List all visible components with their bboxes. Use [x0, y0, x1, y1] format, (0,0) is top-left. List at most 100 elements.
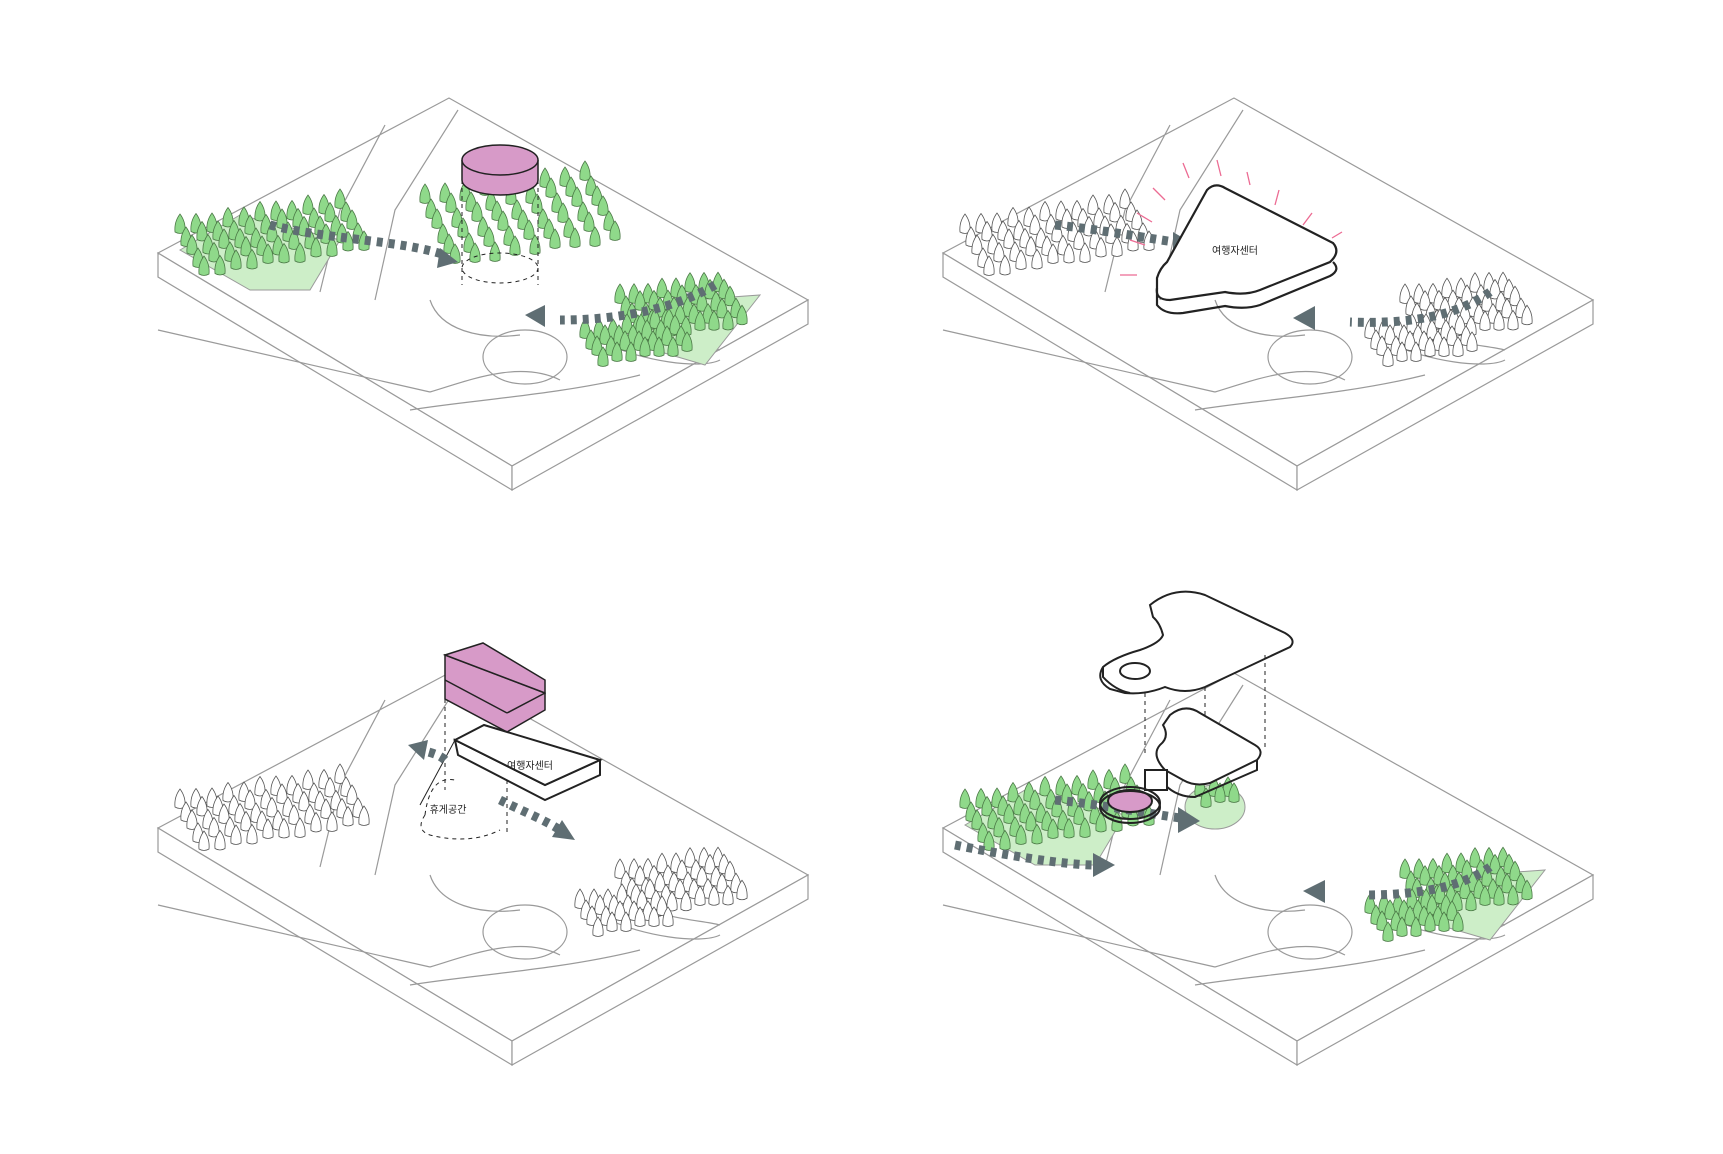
tree [262, 818, 274, 839]
tree [1410, 341, 1422, 362]
tree [1438, 336, 1450, 357]
roads [942, 684, 1506, 986]
tree [577, 201, 589, 222]
tree [214, 829, 226, 851]
tree [469, 242, 481, 263]
tree [244, 789, 256, 810]
tree [218, 228, 230, 249]
tree [614, 900, 626, 921]
tree [278, 817, 290, 839]
tree [208, 816, 220, 838]
tree [1424, 336, 1436, 357]
tree [1025, 235, 1037, 257]
tree [1404, 330, 1416, 351]
tree [684, 272, 696, 293]
tree [1507, 884, 1519, 906]
tree [1111, 236, 1123, 257]
tree [1501, 297, 1513, 319]
rest-area-label: 휴게공간 [430, 804, 467, 816]
tree [557, 202, 569, 223]
tree [736, 879, 748, 901]
tree [1509, 860, 1521, 882]
tree [208, 241, 220, 263]
tree [545, 177, 557, 198]
panel-bottom-right [941, 590, 1595, 1067]
tree [443, 233, 455, 254]
tree [214, 254, 226, 276]
tree [425, 198, 437, 219]
tree [716, 297, 728, 319]
tree [334, 763, 346, 784]
tree [722, 309, 734, 331]
visitor-center-label: 여행자센터 [507, 760, 553, 772]
tree [724, 285, 736, 307]
tree [1452, 911, 1464, 932]
tree [1073, 229, 1085, 250]
tree [959, 213, 971, 234]
tree [517, 209, 529, 230]
tree [310, 236, 322, 258]
tree [981, 220, 993, 242]
tree [1047, 818, 1059, 839]
flow-arrows [423, 746, 563, 834]
tree [198, 255, 210, 276]
tree [694, 885, 706, 906]
panel-top-right: 여행자센터 [941, 97, 1595, 492]
tree [509, 235, 521, 256]
tree [1376, 335, 1388, 356]
tree [1228, 782, 1240, 803]
tree [676, 859, 688, 880]
tree [1382, 921, 1394, 942]
tree [1446, 325, 1458, 346]
tree [583, 211, 595, 232]
tree [537, 208, 549, 229]
tree [694, 310, 706, 331]
tree [579, 318, 591, 339]
tree [186, 234, 198, 255]
tree [993, 241, 1005, 263]
tree [198, 830, 210, 851]
tree [1489, 278, 1501, 300]
tree [619, 330, 631, 351]
trees [174, 763, 748, 937]
tree [294, 817, 306, 838]
tree [302, 769, 314, 790]
tree [1029, 789, 1041, 810]
tree [1063, 242, 1075, 264]
tree [326, 811, 338, 832]
tree [246, 823, 258, 845]
tree [993, 816, 1005, 838]
tree [620, 911, 632, 932]
panel-bottom-left: 여행자센터 휴게공간 [156, 642, 810, 1067]
tree [254, 775, 266, 797]
tree [667, 336, 679, 357]
tree [736, 304, 748, 326]
tree [491, 200, 503, 221]
tree [662, 906, 674, 927]
tree [549, 228, 561, 249]
tree [465, 191, 477, 212]
tree [1003, 803, 1015, 824]
tree [324, 776, 336, 798]
tree [704, 853, 716, 875]
tree [634, 290, 646, 311]
tree [696, 291, 708, 312]
tree [1419, 290, 1431, 311]
tree [1376, 910, 1388, 931]
tree [579, 160, 591, 181]
tree [457, 217, 469, 238]
arrow-head [1178, 807, 1200, 833]
tree [196, 220, 208, 242]
tree [1015, 249, 1027, 270]
tree [592, 916, 604, 937]
tree [1507, 309, 1519, 331]
tree [1087, 194, 1099, 215]
tree [320, 798, 332, 819]
tree [611, 341, 623, 362]
tree [1419, 865, 1431, 886]
tree [599, 324, 611, 345]
tree [1029, 214, 1041, 235]
tree [591, 185, 603, 206]
tree [680, 890, 692, 912]
